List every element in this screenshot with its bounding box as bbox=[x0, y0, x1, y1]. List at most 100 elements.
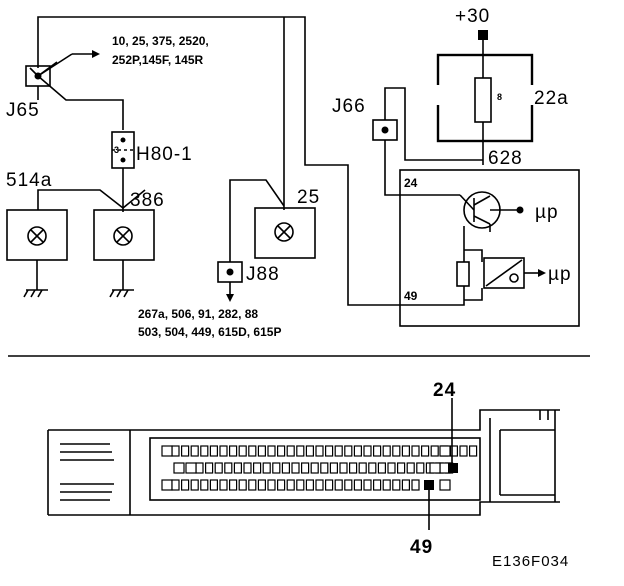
connector-pin bbox=[349, 462, 358, 474]
connector-pin bbox=[305, 479, 314, 491]
connector-pin bbox=[190, 445, 199, 457]
connector-pin bbox=[224, 462, 233, 474]
connector-pin bbox=[173, 462, 185, 474]
connector-pin bbox=[387, 462, 396, 474]
wire-top-loop bbox=[37, 16, 400, 306]
ecu-box bbox=[384, 169, 580, 327]
connector-pin bbox=[205, 462, 214, 474]
connector-pin bbox=[392, 445, 401, 457]
connector-pin bbox=[190, 479, 199, 491]
connector-pin bbox=[291, 462, 300, 474]
connector-pin bbox=[219, 479, 228, 491]
connector-pin bbox=[243, 462, 252, 474]
ecu-pin-49: 49 bbox=[404, 289, 418, 303]
connector-pin-24-label: 24 bbox=[433, 380, 456, 401]
connector-pin bbox=[238, 479, 247, 491]
connector-pin bbox=[248, 479, 257, 491]
connector-pin-row-2 bbox=[161, 445, 454, 491]
connector-pin bbox=[257, 445, 266, 457]
j65-refs-line1: 10, 25, 375, 2520, bbox=[112, 34, 209, 48]
ecu-output-2: µp bbox=[548, 264, 572, 285]
connector-pin bbox=[171, 445, 180, 457]
connector-pin bbox=[181, 479, 190, 491]
connector-pin bbox=[373, 445, 382, 457]
wire-lamp-25 bbox=[229, 17, 285, 262]
connector-pin bbox=[315, 445, 324, 457]
connector-pin bbox=[469, 445, 478, 457]
connector-pin bbox=[277, 445, 286, 457]
connector-pin bbox=[401, 479, 410, 491]
connector-pin bbox=[459, 445, 468, 457]
connector-pin bbox=[161, 445, 173, 457]
connector-pin bbox=[392, 479, 401, 491]
connector-pin-49-marker bbox=[424, 480, 434, 490]
connector-pin bbox=[377, 462, 386, 474]
lamp-514a bbox=[6, 209, 68, 298]
connector-pin bbox=[277, 479, 286, 491]
connector-pin bbox=[286, 479, 295, 491]
connector-pin bbox=[171, 479, 180, 491]
connector-pin bbox=[262, 462, 271, 474]
connector-pin bbox=[195, 462, 204, 474]
connector-pin bbox=[439, 445, 451, 457]
connector-pin bbox=[353, 445, 362, 457]
connector-pin bbox=[334, 479, 343, 491]
connector-pin bbox=[267, 479, 276, 491]
connector-pin bbox=[281, 462, 290, 474]
ecu-output-1: µp bbox=[535, 202, 559, 223]
connector-pin-row-1 bbox=[171, 445, 478, 457]
connector-pin bbox=[296, 479, 305, 491]
connector-pin bbox=[411, 479, 420, 491]
connector-pin bbox=[185, 462, 197, 474]
h80-pin: 3 bbox=[114, 145, 119, 155]
connector-pin bbox=[411, 445, 420, 457]
connector-pin bbox=[401, 445, 410, 457]
connector-pin bbox=[320, 462, 329, 474]
j88-refs-line2: 503, 504, 449, 615D, 615P bbox=[138, 325, 281, 339]
lamp-514a-label: 514a bbox=[6, 170, 52, 191]
connector-pin bbox=[310, 462, 319, 474]
connector-pin bbox=[329, 462, 338, 474]
lamp-25 bbox=[254, 207, 316, 259]
connector-pin bbox=[296, 445, 305, 457]
lamp-386-label: 386 bbox=[130, 190, 165, 211]
connector-pin bbox=[325, 479, 334, 491]
connector-pin bbox=[382, 479, 391, 491]
connector-pin bbox=[358, 462, 367, 474]
connector-pin-row-3 bbox=[171, 479, 420, 491]
supply-label: +30 bbox=[455, 6, 490, 27]
connector-pin bbox=[181, 445, 190, 457]
connector-pin bbox=[209, 479, 218, 491]
j88-label: J88 bbox=[246, 264, 280, 285]
connector-pin bbox=[161, 479, 173, 491]
connector-pin bbox=[219, 445, 228, 457]
connector-pin bbox=[397, 462, 406, 474]
connector-pin bbox=[421, 445, 430, 457]
j65-label: J65 bbox=[6, 100, 40, 121]
connector-pin bbox=[233, 462, 242, 474]
h80-label: H80-1 bbox=[136, 144, 193, 165]
j66-label: J66 bbox=[332, 96, 366, 117]
j88-refs-line1: 267a, 506, 91, 282, 88 bbox=[138, 307, 258, 321]
wire-628 bbox=[384, 87, 483, 161]
connector-pin bbox=[253, 462, 262, 474]
connector-pin bbox=[344, 479, 353, 491]
lamp-386 bbox=[93, 209, 155, 298]
lamp-25-label: 25 bbox=[297, 187, 320, 208]
connector-pin bbox=[416, 462, 425, 474]
connector-pin bbox=[363, 479, 372, 491]
relay-label: 22a bbox=[534, 88, 569, 109]
connector-pin bbox=[272, 462, 281, 474]
connector-pin-24-marker bbox=[448, 463, 458, 473]
connector-pin bbox=[238, 445, 247, 457]
connector-pin bbox=[368, 462, 377, 474]
connector-pin bbox=[363, 445, 372, 457]
relay-pin: 8 bbox=[497, 92, 502, 102]
ecu-pin-24: 24 bbox=[404, 176, 418, 190]
connector-pin bbox=[229, 479, 238, 491]
connector-pin bbox=[248, 445, 257, 457]
connector-body bbox=[47, 409, 560, 516]
connector-pin bbox=[406, 462, 415, 474]
j65-refs-line2: 252P,145F, 145R bbox=[112, 53, 204, 67]
